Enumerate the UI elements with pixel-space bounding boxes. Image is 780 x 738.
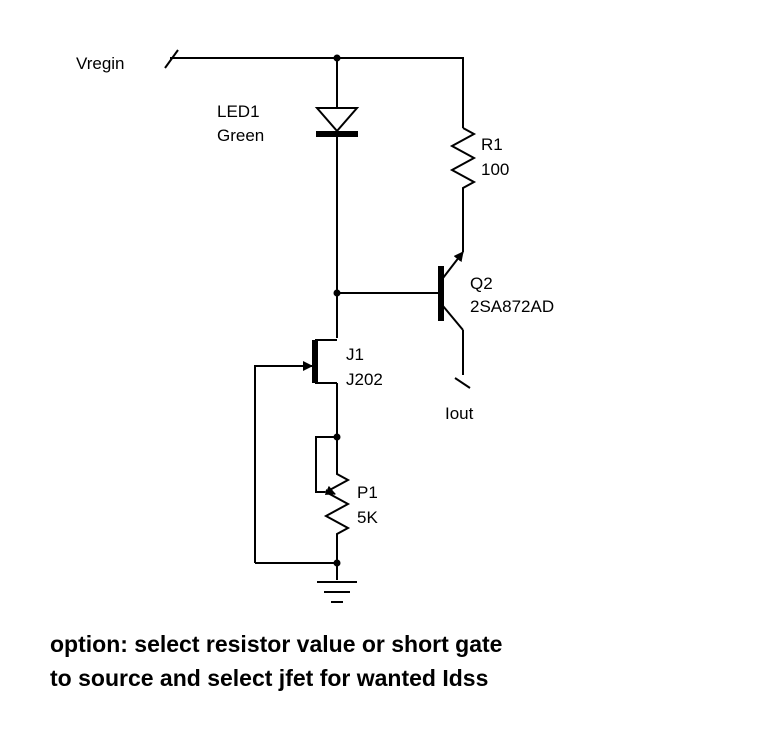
note-line-2: to source and select jfet for wanted Ids… [50,665,489,691]
label-r1-value: 100 [481,160,509,179]
p1-potentiometer [315,436,351,563]
junction-top [333,54,341,62]
label-p1-ref: P1 [357,483,378,502]
note-line-1: option: select resistor value or short g… [50,631,503,657]
label-q2-ref: Q2 [470,274,493,293]
r1-resistor [449,127,477,252]
label-iout: Iout [445,404,474,423]
iout-terminal [454,377,471,389]
label-led1-ref: LED1 [217,102,260,121]
label-j1-value: J202 [346,370,383,389]
label-j1-ref: J1 [346,345,364,364]
label-vregin: Vregin [76,54,125,73]
led1-symbol [314,107,360,137]
label-led1-value: Green [217,126,264,145]
top-rail-wire [170,57,464,128]
ground-symbol [255,562,357,603]
label-q2-value: 2SA872AD [470,297,554,316]
j1-jfet [254,339,338,563]
junction-ground [333,559,341,567]
junction-base [333,289,341,297]
label-p1-value: 5K [357,508,378,527]
junction-source [333,433,341,441]
label-r1-ref: R1 [481,135,503,154]
q2-transistor [438,251,464,375]
